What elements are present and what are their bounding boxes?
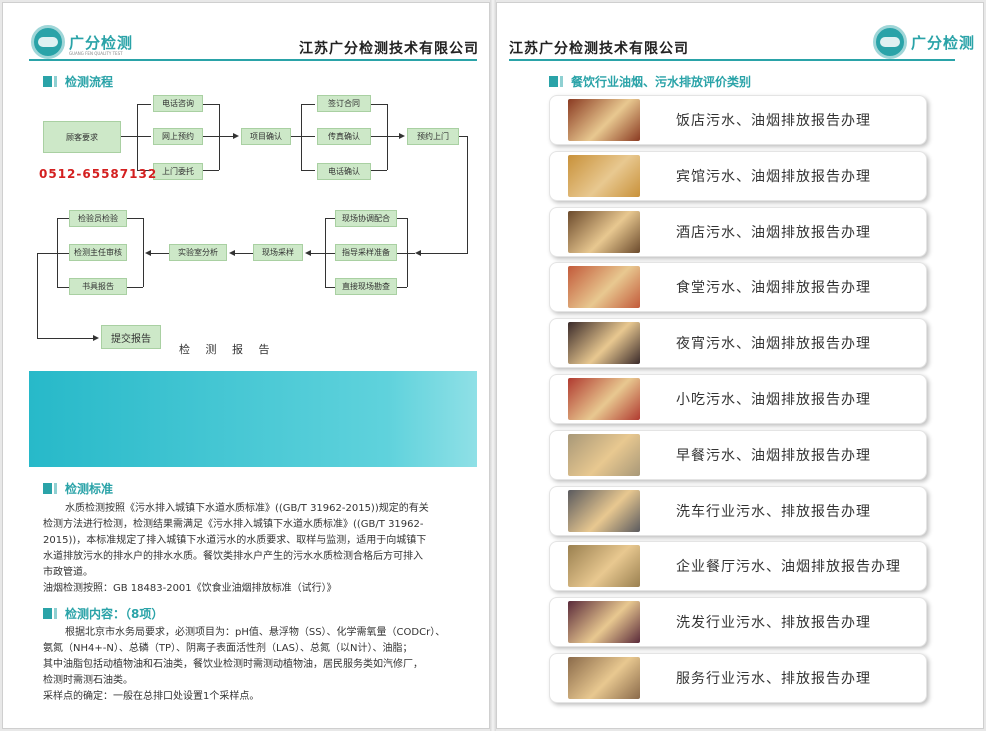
- flow-review-3: 书具报告: [69, 278, 127, 295]
- flow-contract-2: 传真确认: [317, 128, 371, 145]
- category-thumbnail: [568, 266, 640, 309]
- category-item[interactable]: 洗发行业污水、排放报告办理: [549, 597, 927, 648]
- category-thumbnail: [568, 601, 640, 644]
- standard-line: 水道排放污水的排水户的排水水质。餐饮类排水户产生的污水水质检测合格后方可排入: [43, 551, 423, 562]
- category-label: 饭店污水、油烟排放报告办理: [676, 113, 871, 129]
- flow-confirm-project: 项目确认: [241, 128, 291, 145]
- logo-text-right: 广分检测: [911, 33, 976, 52]
- category-item[interactable]: 企业餐厅污水、油烟排放报告办理: [549, 541, 927, 592]
- content-title-text: 检测内容：（8项）: [65, 607, 164, 621]
- content-line: 检测时需测石油类。: [43, 675, 133, 686]
- category-thumbnail: [568, 433, 640, 476]
- content-line: 采样点的确定：一般在总排口处设置1个采样点。: [43, 691, 260, 702]
- category-item[interactable]: 食堂污水、油烟排放报告办理: [549, 262, 927, 313]
- flow-section-title: 检测流程: [43, 73, 113, 90]
- right-page: 江苏广分检测技术有限公司 广分检测 餐饮行业油烟、污水排放评价类别 饭店污水、油…: [496, 2, 984, 729]
- teal-banner: [29, 371, 477, 467]
- flow-title-text: 检测流程: [65, 75, 114, 89]
- category-section-title: 餐饮行业油烟、污水排放评价类别: [549, 73, 751, 90]
- category-thumbnail: [568, 657, 640, 699]
- book-gutter: [490, 0, 496, 731]
- category-title-text: 餐饮行业油烟、污水排放评价类别: [571, 75, 752, 89]
- category-item[interactable]: 小吃污水、油烟排放报告办理: [549, 374, 927, 424]
- flow-consult-1: 电话咨询: [153, 95, 203, 112]
- category-item[interactable]: 夜宵污水、油烟排放报告办理: [549, 318, 927, 369]
- flow-consult-3: 上门委托: [153, 163, 203, 180]
- report-label: 检 测 报 告: [179, 343, 276, 356]
- category-thumbnail: [568, 154, 640, 197]
- category-item[interactable]: 早餐污水、油烟排放报告办理: [549, 429, 927, 480]
- content-section-title: 检测内容：（8项）: [43, 605, 163, 622]
- standard-section-title: 检测标准: [43, 480, 113, 497]
- flow-contract-3: 电话确认: [317, 163, 371, 180]
- category-label: 洗车行业污水、排放报告办理: [676, 503, 871, 520]
- category-label: 早餐污水、油烟排放报告办理: [676, 447, 871, 464]
- flow-review-1: 检验员检验: [69, 210, 127, 227]
- phone-number: 0512-65587132: [39, 167, 158, 181]
- category-thumbnail: [568, 378, 640, 420]
- standard-title-text: 检测标准: [65, 482, 114, 496]
- section-bar-icon: [43, 76, 52, 87]
- standard-line: 油烟检测按照：GB 18483-2001《饮食业油烟排放标准（试行）》: [43, 583, 337, 594]
- category-label: 服务行业污水、排放报告办理: [676, 671, 871, 687]
- content-line: 根据北京市水务局要求，必测项目为：pH值、悬浮物（SS）、化学需氧量（CODCr…: [65, 627, 446, 638]
- flow-lab: 实验室分析: [169, 244, 227, 261]
- flow-consult-2: 网上预约: [153, 128, 203, 145]
- category-thumbnail: [568, 545, 640, 588]
- standard-paragraph: 水质检测按照《污水排入城镇下水道水质标准》((GB/T 31962-2015))…: [43, 501, 473, 597]
- category-item[interactable]: 服务行业污水、排放报告办理: [549, 653, 927, 703]
- flow-review-2: 检测主任审核: [69, 244, 127, 261]
- category-thumbnail: [568, 210, 640, 253]
- company-name-right: 江苏广分检测技术有限公司: [509, 41, 689, 57]
- section-bar-icon: [43, 483, 52, 494]
- category-label: 洗发行业污水、排放报告办理: [676, 615, 871, 632]
- logo-subtitle: GUANG FEN QUALITY TEST: [69, 51, 123, 56]
- header-rule-right: [509, 59, 955, 61]
- logo-text: 广分检测: [69, 33, 134, 52]
- category-label: 酒店污水、油烟排放报告办理: [676, 224, 871, 241]
- content-paragraph: 根据北京市水务局要求，必测项目为：pH值、悬浮物（SS）、化学需氧量（CODCr…: [43, 625, 473, 705]
- right-logo: 广分检测: [873, 25, 975, 59]
- flow-site-1: 现场协调配合: [335, 210, 397, 227]
- category-label: 食堂污水、油烟排放报告办理: [676, 280, 871, 297]
- category-thumbnail: [568, 322, 640, 365]
- category-item[interactable]: 洗车行业污水、排放报告办理: [549, 485, 927, 536]
- category-thumbnail: [568, 99, 640, 141]
- section-bar-icon: [549, 76, 558, 87]
- standard-line: 检测方法进行检测，检测结果需满足《污水排入城镇下水道水质标准》((GB/T 31…: [43, 519, 424, 530]
- category-label: 小吃污水、油烟排放报告办理: [676, 392, 871, 408]
- section-bar-icon: [43, 608, 52, 619]
- standard-line: 2015))，本标准规定了排入城镇下水道污水的水质要求、取样与监测，适用于向城镇…: [43, 535, 427, 546]
- content-line: 其中油脂包括动植物油和石油类，餐饮业检测时需测动植物油，居民服务类如汽修厂，: [43, 659, 423, 670]
- flow-appointment: 预约上门: [407, 128, 459, 145]
- logo-badge-icon: [873, 25, 907, 59]
- header-rule: [29, 59, 477, 61]
- category-item[interactable]: 宾馆污水、油烟排放报告办理: [549, 150, 927, 201]
- content-line: 氨氮（NH4+-N）、总磷（TP）、阴离子表面活性剂（LAS）、总氮（以N计）、…: [43, 643, 413, 654]
- flow-submit: 提交报告: [101, 325, 161, 349]
- category-item[interactable]: 酒店污水、油烟排放报告办理: [549, 206, 927, 257]
- standard-line: 水质检测按照《污水排入城镇下水道水质标准》((GB/T 31962-2015))…: [65, 503, 429, 514]
- flow-site-3: 直接现场勘查: [335, 278, 397, 295]
- category-label: 宾馆污水、油烟排放报告办理: [676, 168, 871, 185]
- flow-contract-1: 签订合同: [317, 95, 371, 112]
- flow-site-2: 指导采样准备: [335, 244, 397, 261]
- category-label: 企业餐厅污水、油烟排放报告办理: [676, 559, 901, 576]
- flow-sampling: 现场采样: [253, 244, 303, 261]
- company-name: 江苏广分检测技术有限公司: [299, 41, 479, 57]
- category-item[interactable]: 饭店污水、油烟排放报告办理: [549, 95, 927, 145]
- standard-line: 市政管道。: [43, 567, 93, 578]
- left-logo: 广分检测 GUANG FEN QUALITY TEST: [31, 25, 133, 59]
- category-label: 夜宵污水、油烟排放报告办理: [676, 336, 871, 353]
- flow-customer: 顾客要求: [43, 121, 121, 153]
- logo-badge-icon: [31, 25, 65, 59]
- category-thumbnail: [568, 489, 640, 532]
- left-page: 广分检测 GUANG FEN QUALITY TEST 江苏广分检测技术有限公司…: [2, 2, 490, 729]
